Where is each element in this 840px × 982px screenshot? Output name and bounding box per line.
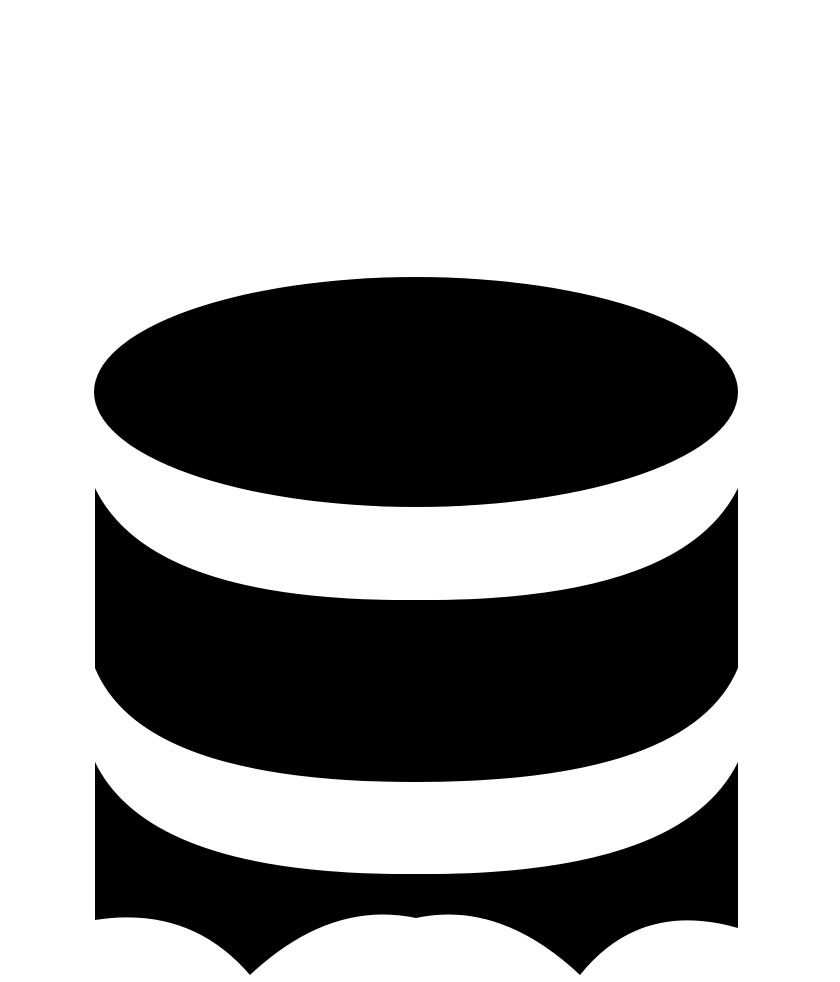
database-top-disk	[94, 277, 738, 507]
database-bottom-band	[95, 762, 738, 975]
database-middle-band	[95, 488, 738, 782]
